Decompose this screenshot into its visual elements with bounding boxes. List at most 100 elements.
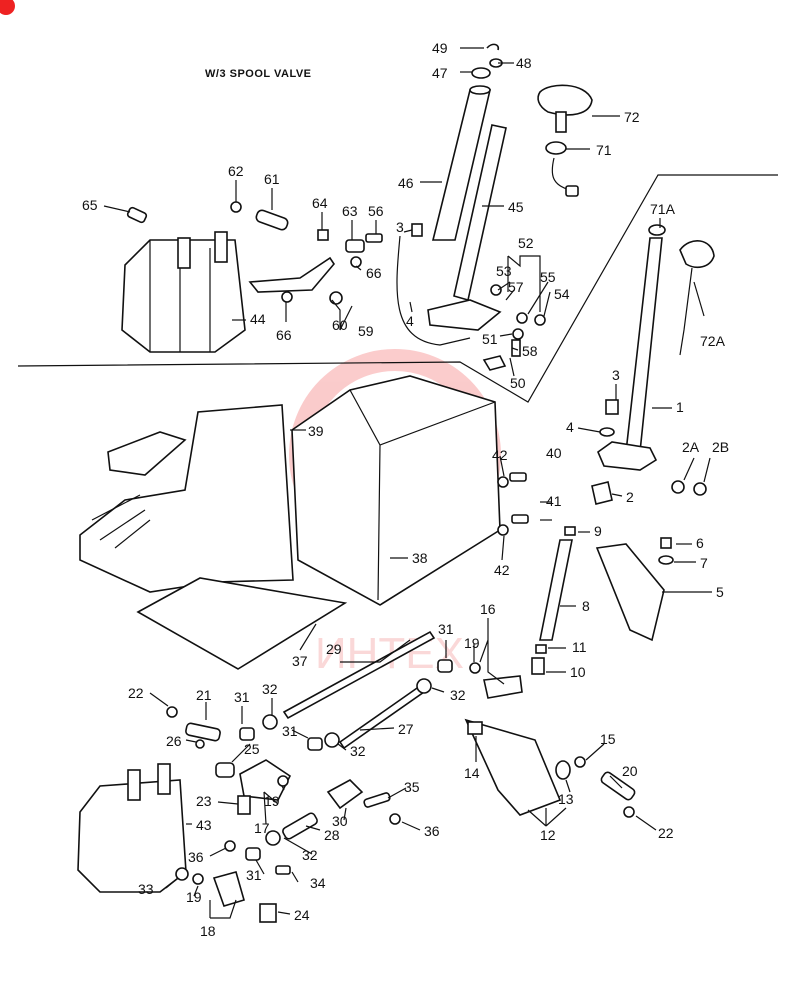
callout-19-top: 19: [464, 635, 480, 651]
callout-35: 35: [404, 779, 420, 795]
callout-43: 43: [196, 817, 212, 833]
callout-44: 44: [250, 311, 266, 327]
pin-20: [600, 771, 636, 801]
nut-54: [534, 314, 546, 326]
spool-valve-housing-44: [121, 231, 246, 353]
bolt-34: [275, 865, 291, 875]
leader-lines: [103, 47, 712, 919]
callout-51: 51: [482, 331, 498, 347]
callout-3-top: 3: [396, 219, 404, 235]
callout-60: 60: [332, 317, 348, 333]
bushing-32c: [324, 732, 340, 748]
clevis-25: [215, 762, 235, 778]
nut-42b: [497, 524, 509, 536]
callout-32-right: 32: [450, 687, 466, 703]
nut-64: [317, 229, 329, 241]
callout-28: 28: [324, 827, 340, 843]
callout-65: 65: [82, 197, 98, 213]
callout-49: 49: [432, 40, 448, 56]
callout-59: 59: [358, 323, 374, 339]
callout-38: 38: [412, 550, 428, 566]
callout-1: 1: [676, 399, 684, 415]
callout-31-left: 31: [234, 689, 250, 705]
callout-labels: 49 48 47 72 71 46 45 62 61 64 63 56 3 65…: [82, 40, 729, 939]
callout-23: 23: [196, 793, 212, 809]
rod-29: [282, 630, 436, 720]
joint-10: [531, 657, 545, 675]
callout-31-mid: 31: [282, 723, 298, 739]
washer-7: [658, 555, 674, 565]
callout-58: 58: [522, 343, 538, 359]
bracket-base-52: [427, 299, 502, 331]
knob-72: [537, 84, 593, 133]
lever-17: [239, 759, 292, 801]
callout-31-rod: 31: [438, 621, 454, 637]
callout-24: 24: [294, 907, 310, 923]
bolt-3a: [411, 223, 423, 237]
callout-9: 9: [594, 523, 602, 539]
callout-34: 34: [310, 875, 326, 891]
washer-4b: [599, 427, 615, 437]
console-39: [79, 404, 294, 593]
bracket-16: [483, 675, 523, 699]
section-divider: [17, 174, 778, 403]
callout-15: 15: [600, 731, 616, 747]
clip-62: [230, 201, 242, 213]
ball-joint-9: [564, 526, 576, 536]
callout-71a: 71A: [650, 201, 676, 217]
washer-47: [471, 67, 491, 79]
fitting-2b: [693, 482, 707, 496]
callout-32-left: 32: [262, 681, 278, 697]
callout-4-top: 4: [406, 313, 414, 329]
nut-71: [545, 141, 567, 155]
callout-2a: 2A: [682, 439, 700, 455]
clevis-31c: [307, 737, 323, 751]
callout-4-right: 4: [566, 419, 574, 435]
callout-10: 10: [570, 664, 586, 680]
lever-1: [597, 237, 663, 471]
callout-22-left: 22: [128, 685, 144, 701]
callout-19-low: 19: [186, 889, 202, 905]
washer-55: [516, 312, 528, 324]
callout-55: 55: [540, 269, 556, 285]
nut-71a: [648, 224, 666, 236]
link-24: [259, 903, 277, 923]
callout-32-mid: 32: [350, 743, 366, 759]
callout-72: 72: [624, 109, 640, 125]
callout-46: 46: [398, 175, 414, 191]
bracket-30: [326, 779, 364, 810]
callout-62: 62: [228, 163, 244, 179]
callout-45: 45: [508, 199, 524, 215]
plug-72: [565, 185, 579, 197]
washer-66a: [350, 256, 362, 268]
washer-66b: [281, 291, 293, 303]
callout-19-mid: 19: [264, 793, 280, 809]
callout-31-low: 31: [246, 867, 262, 883]
floor-plate-37: [136, 577, 348, 670]
callout-66-left: 66: [276, 327, 292, 343]
callout-72a: 72A: [700, 333, 726, 349]
lever-18: [212, 871, 245, 907]
callout-13: 13: [558, 791, 574, 807]
callout-53: 53: [496, 263, 512, 279]
lever-tube-46: [431, 85, 492, 241]
bushing-15: [574, 756, 586, 768]
callout-48: 48: [516, 55, 532, 71]
cable: [396, 235, 471, 346]
callout-40: 40: [546, 445, 562, 461]
bracket-12: [464, 718, 562, 816]
stud-58: [511, 339, 521, 357]
rod-27: [338, 684, 426, 750]
callout-14: 14: [464, 765, 480, 781]
clevis-31b: [437, 659, 453, 673]
clip-22a: [166, 706, 178, 718]
corner-badge: [0, 0, 15, 15]
callout-30: 30: [332, 813, 348, 829]
ball-socket-2: [591, 481, 613, 505]
clip-49: [486, 43, 500, 51]
clevis-31d: [245, 847, 261, 861]
clip-22b: [623, 806, 635, 818]
callout-11: 11: [572, 639, 587, 655]
callout-42-bottom: 42: [494, 562, 510, 578]
pin-28: [282, 812, 318, 840]
